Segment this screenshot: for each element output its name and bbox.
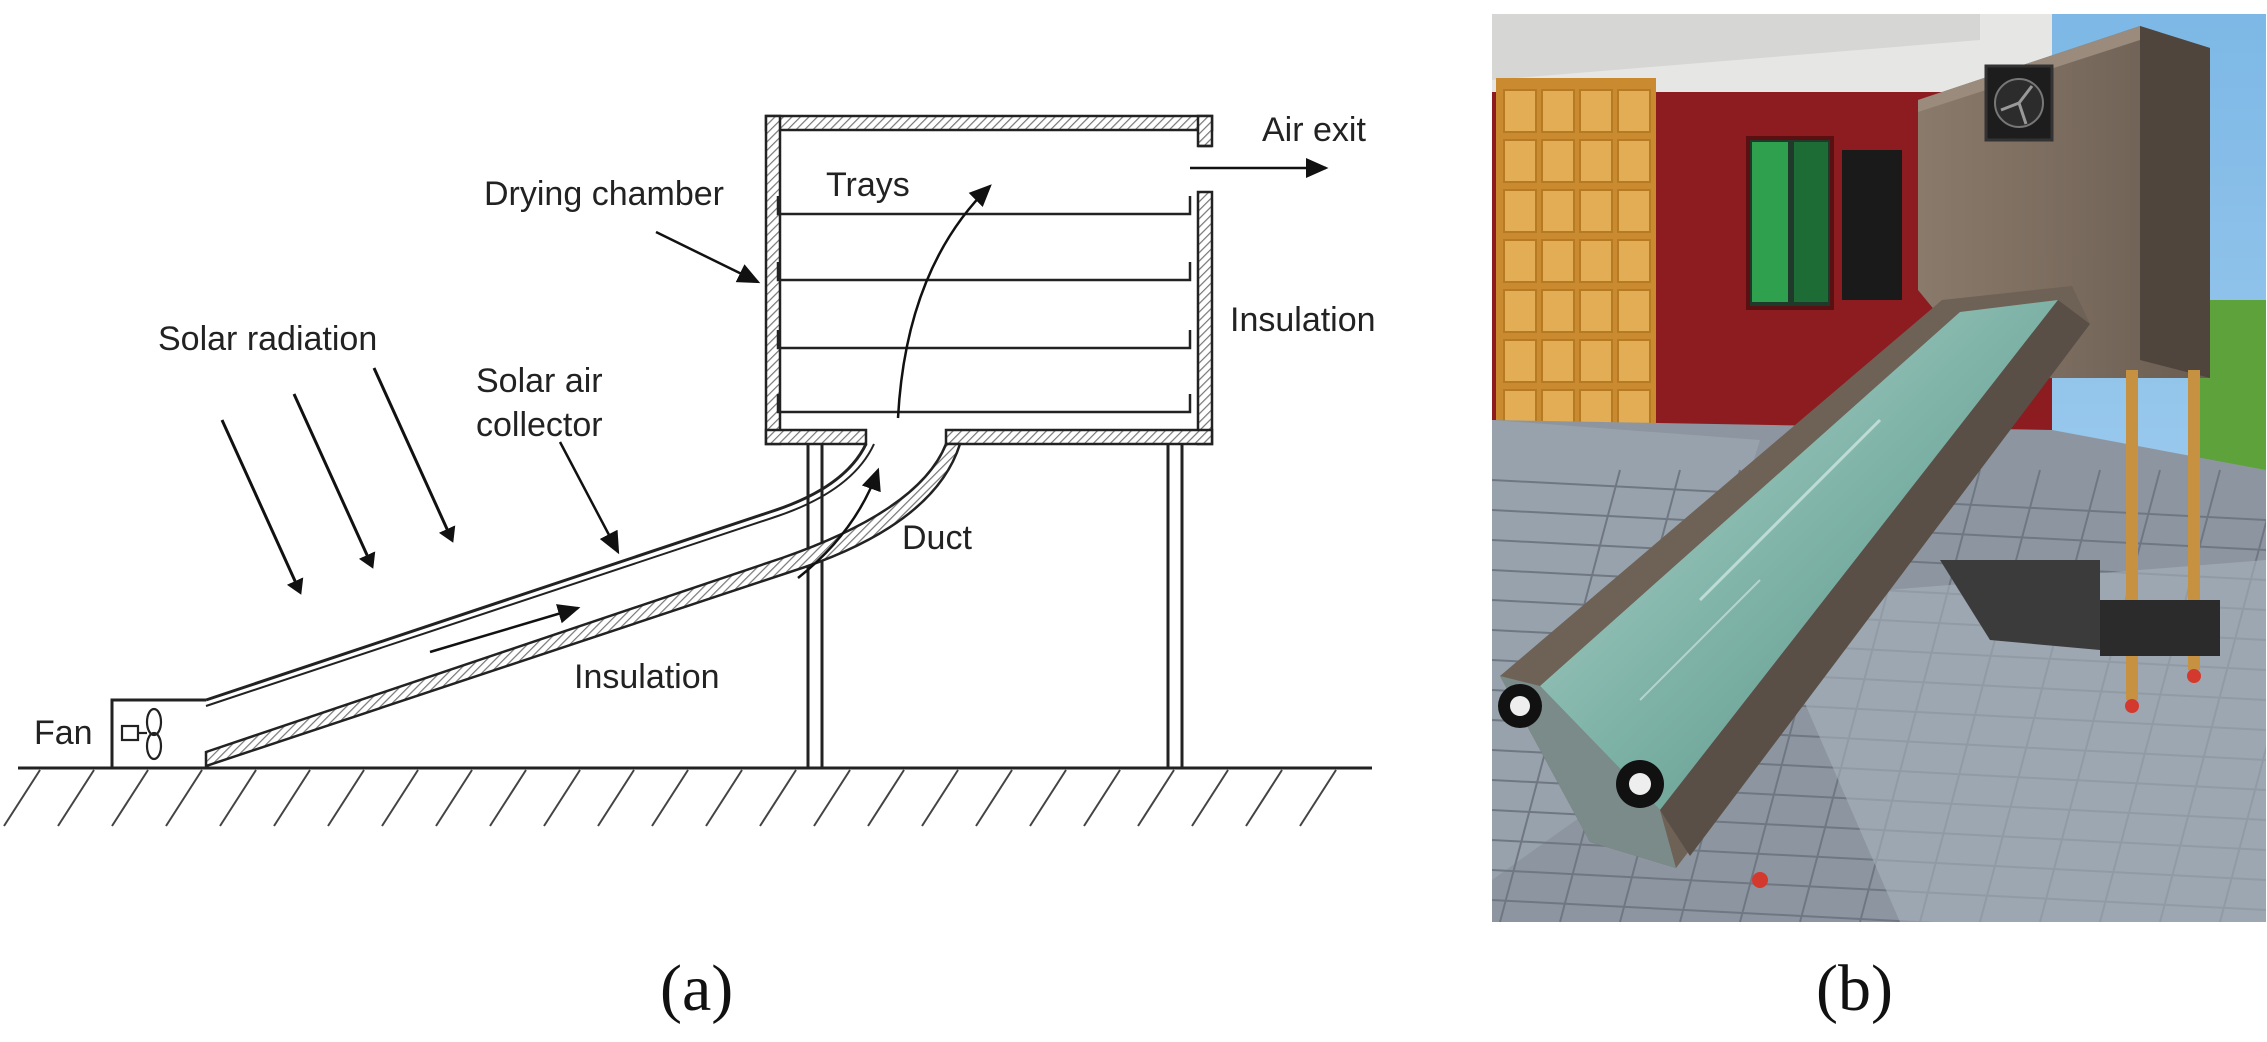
door-panel xyxy=(1541,239,1575,283)
label-insulation-collector: Insulation xyxy=(574,658,720,696)
leader-lines xyxy=(558,230,761,555)
ground-hatch-mark xyxy=(759,769,797,827)
door-panel xyxy=(1579,339,1613,383)
tray-1 xyxy=(776,196,1192,216)
ground-hatch-mark xyxy=(57,769,95,827)
solar-radiation-arrows xyxy=(220,367,456,595)
tray-3 xyxy=(776,330,1192,350)
ground-hatch-mark xyxy=(1299,769,1337,827)
ground-hatch-mark xyxy=(597,769,635,827)
trays xyxy=(776,196,1192,414)
ground-hatch-mark xyxy=(975,769,1013,827)
ground-hatch-mark xyxy=(1137,769,1175,827)
label-drying-chamber: Drying chamber xyxy=(484,175,724,213)
ground-hatch-mark xyxy=(381,769,419,827)
tray-2 xyxy=(776,262,1192,282)
door-panel xyxy=(1541,289,1575,333)
wooden-door xyxy=(1496,78,1656,454)
door-panel xyxy=(1541,189,1575,233)
chamber-stand xyxy=(806,440,1184,768)
ground-hatch-mark xyxy=(705,769,743,827)
label-trays: Trays xyxy=(826,166,910,204)
ground-hatch-mark xyxy=(327,769,365,827)
label-fan: Fan xyxy=(34,714,93,752)
door-panel xyxy=(1579,239,1613,283)
drying-chamber xyxy=(764,114,1214,446)
label-solar-radiation: Solar radiation xyxy=(158,320,377,358)
ground-hatch-mark xyxy=(651,769,689,827)
tray-4 xyxy=(776,394,1192,414)
door-panel xyxy=(1503,189,1537,233)
paver-line xyxy=(1492,899,1938,922)
door-panel xyxy=(1503,139,1537,183)
ground-hatch-mark xyxy=(867,769,905,827)
ground-hatch-mark xyxy=(1191,769,1229,827)
label-solar-air-collector-line2: collector xyxy=(476,406,603,444)
schematic-diagram: Air exit Drying chamber Trays Insulation… xyxy=(3,111,1376,827)
dryer-legs xyxy=(1940,370,2220,713)
label-duct: Duct xyxy=(902,519,972,557)
door-panel xyxy=(1617,339,1651,383)
label-air-exit: Air exit xyxy=(1262,111,1366,149)
door-panel xyxy=(1579,89,1613,133)
caption-b: (b) xyxy=(1816,952,1893,1025)
door-panel xyxy=(1541,339,1575,383)
ground xyxy=(3,766,1372,827)
ground-hatch-mark xyxy=(3,769,41,827)
door-panel xyxy=(1503,89,1537,133)
ground-hatch-mark xyxy=(165,769,203,827)
ground-hatch-mark xyxy=(435,769,473,827)
ground-hatch-mark xyxy=(921,769,959,827)
caption-a: (a) xyxy=(660,952,733,1025)
ground-hatch-mark xyxy=(273,769,311,827)
label-solar-air-collector-line1: Solar air xyxy=(476,362,603,400)
ground-hatch-mark xyxy=(1029,769,1067,827)
ground-hatch-mark xyxy=(1245,769,1283,827)
ground-hatch-mark xyxy=(219,769,257,827)
door-panel xyxy=(1579,189,1613,233)
door-panel xyxy=(1541,89,1575,133)
door-panel xyxy=(1579,139,1613,183)
ground-hatch-mark xyxy=(543,769,581,827)
dryer-chamber xyxy=(1918,26,2210,378)
photo-solar-dryer xyxy=(1492,14,2266,922)
ground-hatch-mark xyxy=(111,769,149,827)
door-panel xyxy=(1579,289,1613,333)
door-panel xyxy=(1617,139,1651,183)
door-panel xyxy=(1503,339,1537,383)
ground-hatch-mark xyxy=(1083,769,1121,827)
door-panel xyxy=(1503,239,1537,283)
door-panel xyxy=(1617,89,1651,133)
ground-hatch-mark xyxy=(813,769,851,827)
dryer-collector xyxy=(1498,286,2090,888)
solar-air-collector xyxy=(204,442,962,768)
ground-hatch-mark xyxy=(489,769,527,827)
door-panel xyxy=(1617,289,1651,333)
airflow-arrows xyxy=(429,158,1329,654)
door-panel xyxy=(1617,189,1651,233)
label-insulation-chamber: Insulation xyxy=(1230,301,1376,339)
door-panel xyxy=(1541,139,1575,183)
fan xyxy=(110,698,206,768)
door-panel xyxy=(1503,289,1537,333)
door-panel xyxy=(1617,239,1651,283)
